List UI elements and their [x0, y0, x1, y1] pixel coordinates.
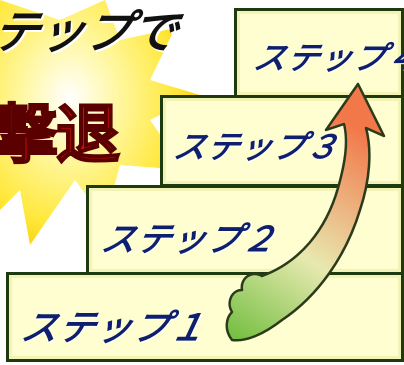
title-bottom-text: 撃退 — [0, 98, 121, 174]
arrow-shape — [225, 82, 386, 342]
starburst-shape — [0, 0, 200, 245]
title-burst: テップで 撃退 — [0, 0, 210, 260]
stair-step-4: ステップ４ — [234, 8, 404, 98]
stair-step-1: ステップ１ — [6, 272, 404, 362]
